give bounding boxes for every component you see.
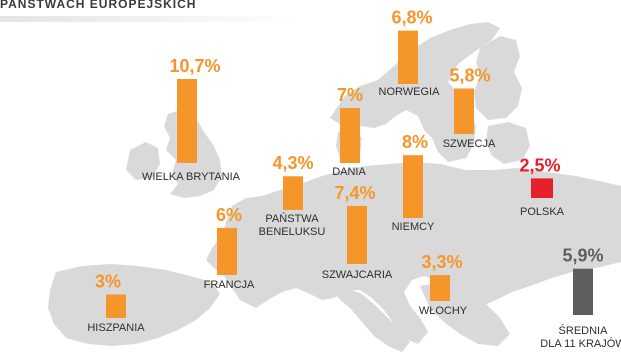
- page-title: PAŃSTWACH EUROPEJSKICH: [0, 0, 197, 11]
- bar-hiszpania: [106, 294, 126, 318]
- bar-panstwa-beneluksu: [283, 176, 303, 210]
- value-label-niemcy: 8%: [402, 132, 428, 152]
- bar-szwecja: [454, 88, 474, 134]
- map-ireland: [126, 142, 160, 180]
- category-label-hiszpania: HISZPANIA: [87, 322, 145, 334]
- category-label-wlochy: WŁOCHY: [419, 305, 468, 317]
- category-label-francja: FRANCJA: [204, 279, 255, 291]
- bar-wlochy: [430, 275, 450, 301]
- bar-niemcy: [403, 155, 423, 218]
- value-label-srednia-dla-11-krajow: 5,9%: [562, 246, 603, 266]
- map-iberia: [48, 264, 220, 346]
- value-label-panstwa-beneluksu: 4,3%: [272, 153, 313, 173]
- map-continent: [206, 162, 621, 344]
- value-label-dania: 7%: [337, 85, 363, 105]
- category-label-wielka-brytania: WIELKA BRYTANIA: [142, 171, 241, 183]
- bar-srednia-dla-11-krajow: [573, 268, 593, 315]
- value-label-wlochy: 3,3%: [421, 252, 462, 272]
- category-label-niemcy: NIEMCY: [392, 221, 435, 233]
- category-label-norwegia: NORWEGIA: [379, 86, 441, 98]
- value-label-szwajcaria: 7,4%: [334, 183, 375, 203]
- map-baltics: [486, 122, 530, 164]
- bar-wielka-brytania: [177, 79, 197, 163]
- bar-francja: [217, 227, 237, 275]
- value-label-francja: 6%: [216, 205, 242, 225]
- value-label-wielka-brytania: 10,7%: [169, 56, 220, 76]
- bar-szwajcaria: [347, 205, 367, 264]
- category-label-szwajcaria: SZWAJCARIA: [322, 269, 393, 281]
- category-label-dania: DANIA: [332, 166, 366, 178]
- map-finland: [474, 36, 522, 120]
- bar-norwegia: [398, 30, 418, 84]
- value-label-szwecja: 5,8%: [449, 65, 490, 85]
- value-label-polska: 2,5%: [519, 155, 560, 175]
- value-label-norwegia: 6,8%: [391, 8, 432, 28]
- value-label-hiszpania: 3%: [95, 271, 121, 291]
- map-italy: [334, 288, 410, 352]
- bar-dania: [340, 108, 360, 163]
- title-underline: [0, 16, 300, 22]
- category-label-polska: POLSKA: [520, 206, 565, 218]
- bar-polska: [531, 178, 553, 198]
- category-label-szwecja: SZWECJA: [443, 138, 496, 150]
